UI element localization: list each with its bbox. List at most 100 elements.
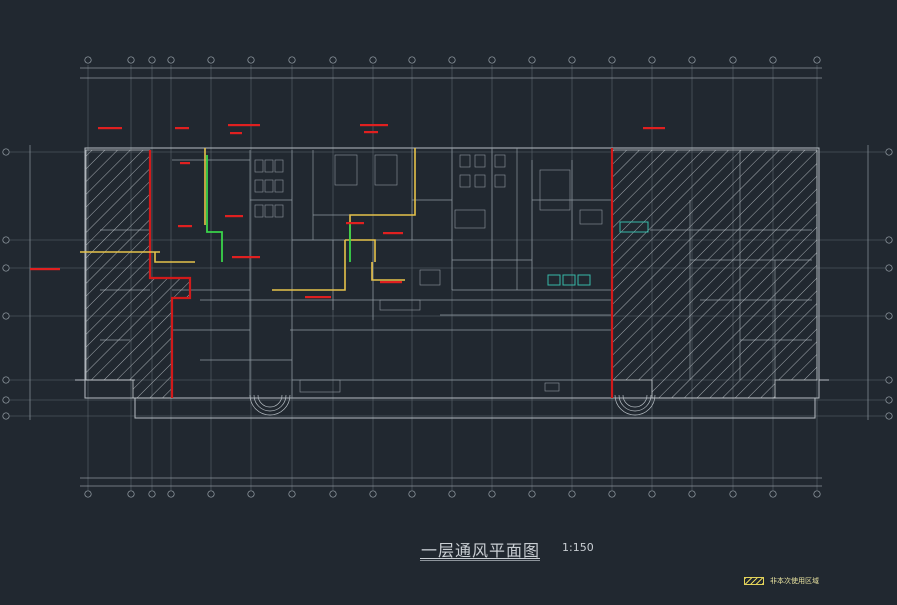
furniture-block <box>544 382 560 392</box>
axis-bubble-bottom <box>608 490 616 498</box>
furniture-block <box>299 379 341 393</box>
furniture-block <box>274 179 284 193</box>
axis-bubble-bottom <box>408 490 416 498</box>
axis-bubble-bottom <box>288 490 296 498</box>
axis-bubble-top <box>247 56 255 64</box>
red-annotation-mark <box>230 132 242 135</box>
axis-bubble-right <box>885 412 893 420</box>
green-ducts <box>206 155 351 262</box>
red-annotation-mark <box>180 162 190 165</box>
axis-bubble-bottom <box>167 490 175 498</box>
axis-bubble-bottom <box>568 490 576 498</box>
axis-bubble-top <box>608 56 616 64</box>
axis-bubble-top <box>408 56 416 64</box>
furniture-block <box>254 159 264 173</box>
furniture-block <box>459 154 471 168</box>
title-underline <box>420 558 540 559</box>
axis-bubble-top <box>813 56 821 64</box>
axis-bubble-left <box>2 376 10 384</box>
axis-bubble-top <box>729 56 737 64</box>
axis-bubble-top <box>528 56 536 64</box>
legend-hatch-swatch <box>744 577 764 585</box>
axis-bubbles <box>2 56 893 498</box>
furniture-block <box>454 209 486 229</box>
axis-bubble-bottom <box>127 490 135 498</box>
axis-bubble-top <box>369 56 377 64</box>
furniture-block <box>579 209 603 225</box>
axis-bubble-bottom <box>329 490 337 498</box>
axis-bubble-top <box>288 56 296 64</box>
furniture-block <box>264 179 274 193</box>
axis-bubble-top <box>148 56 156 64</box>
legend-label: 非本次使用区域 <box>770 577 819 585</box>
axis-bubble-right <box>885 264 893 272</box>
axis-bubble-right <box>885 236 893 244</box>
furniture-block <box>254 179 264 193</box>
furniture-block <box>494 154 506 168</box>
furniture-blocks <box>254 154 603 393</box>
axis-bubble-bottom <box>488 490 496 498</box>
drawing-scale: 1:150 <box>562 541 594 554</box>
axis-bubble-bottom <box>247 490 255 498</box>
furniture-block <box>264 204 274 218</box>
axis-bubble-left <box>2 236 10 244</box>
furniture-block <box>539 169 571 211</box>
furniture-block <box>374 154 398 186</box>
furniture-block <box>419 269 441 286</box>
furniture-block <box>254 204 264 218</box>
axis-bubble-left <box>2 148 10 156</box>
furniture-block <box>264 159 274 173</box>
furniture-block <box>334 154 358 186</box>
red-annotation-mark <box>175 127 189 130</box>
red-annotation-mark <box>346 222 364 225</box>
equipment-teal <box>547 221 649 286</box>
axis-bubble-bottom <box>448 490 456 498</box>
furniture-block <box>474 154 486 168</box>
axis-bubble-top <box>568 56 576 64</box>
axis-bubble-bottom <box>729 490 737 498</box>
legend: 非本次使用区域 <box>744 576 819 586</box>
furniture-block <box>274 204 284 218</box>
axis-bubble-bottom <box>813 490 821 498</box>
axis-bubble-left <box>2 312 10 320</box>
axis-bubble-top <box>207 56 215 64</box>
red-annotation-mark <box>305 296 331 299</box>
stairs <box>249 394 656 416</box>
dimension-lines <box>29 67 869 487</box>
furniture-block <box>459 174 471 188</box>
axis-bubble-top <box>688 56 696 64</box>
red-annotation-mark <box>643 127 665 130</box>
red-fire-walls <box>148 148 614 398</box>
axis-bubble-right <box>885 396 893 404</box>
axis-bubble-bottom <box>369 490 377 498</box>
furniture-block <box>494 174 506 188</box>
red-annotation-mark <box>30 268 60 271</box>
axis-bubble-top <box>769 56 777 64</box>
red-annotation-mark <box>225 215 243 218</box>
red-annotation-mark <box>364 131 378 134</box>
axis-bubble-top <box>84 56 92 64</box>
axis-bubble-top <box>488 56 496 64</box>
hatched-areas <box>85 149 818 399</box>
axis-bubble-right <box>885 148 893 156</box>
axis-bubble-top <box>167 56 175 64</box>
axis-bubble-top <box>448 56 456 64</box>
axis-bubble-bottom <box>648 490 656 498</box>
furniture-block <box>379 299 421 311</box>
title-underline-2 <box>420 560 540 561</box>
axis-bubble-top <box>329 56 337 64</box>
red-annotation-mark <box>380 281 402 284</box>
axis-bubble-bottom <box>769 490 777 498</box>
axis-bubble-right <box>885 312 893 320</box>
axis-bubble-bottom <box>688 490 696 498</box>
drawing-title: 一层通风平面图 <box>421 541 541 560</box>
red-annotation-mark <box>360 124 388 127</box>
axis-bubble-top <box>127 56 135 64</box>
red-annotations <box>30 124 665 299</box>
axis-bubble-right <box>885 376 893 384</box>
axis-bubble-bottom <box>148 490 156 498</box>
axis-bubble-left <box>2 396 10 404</box>
axis-bubble-bottom <box>207 490 215 498</box>
